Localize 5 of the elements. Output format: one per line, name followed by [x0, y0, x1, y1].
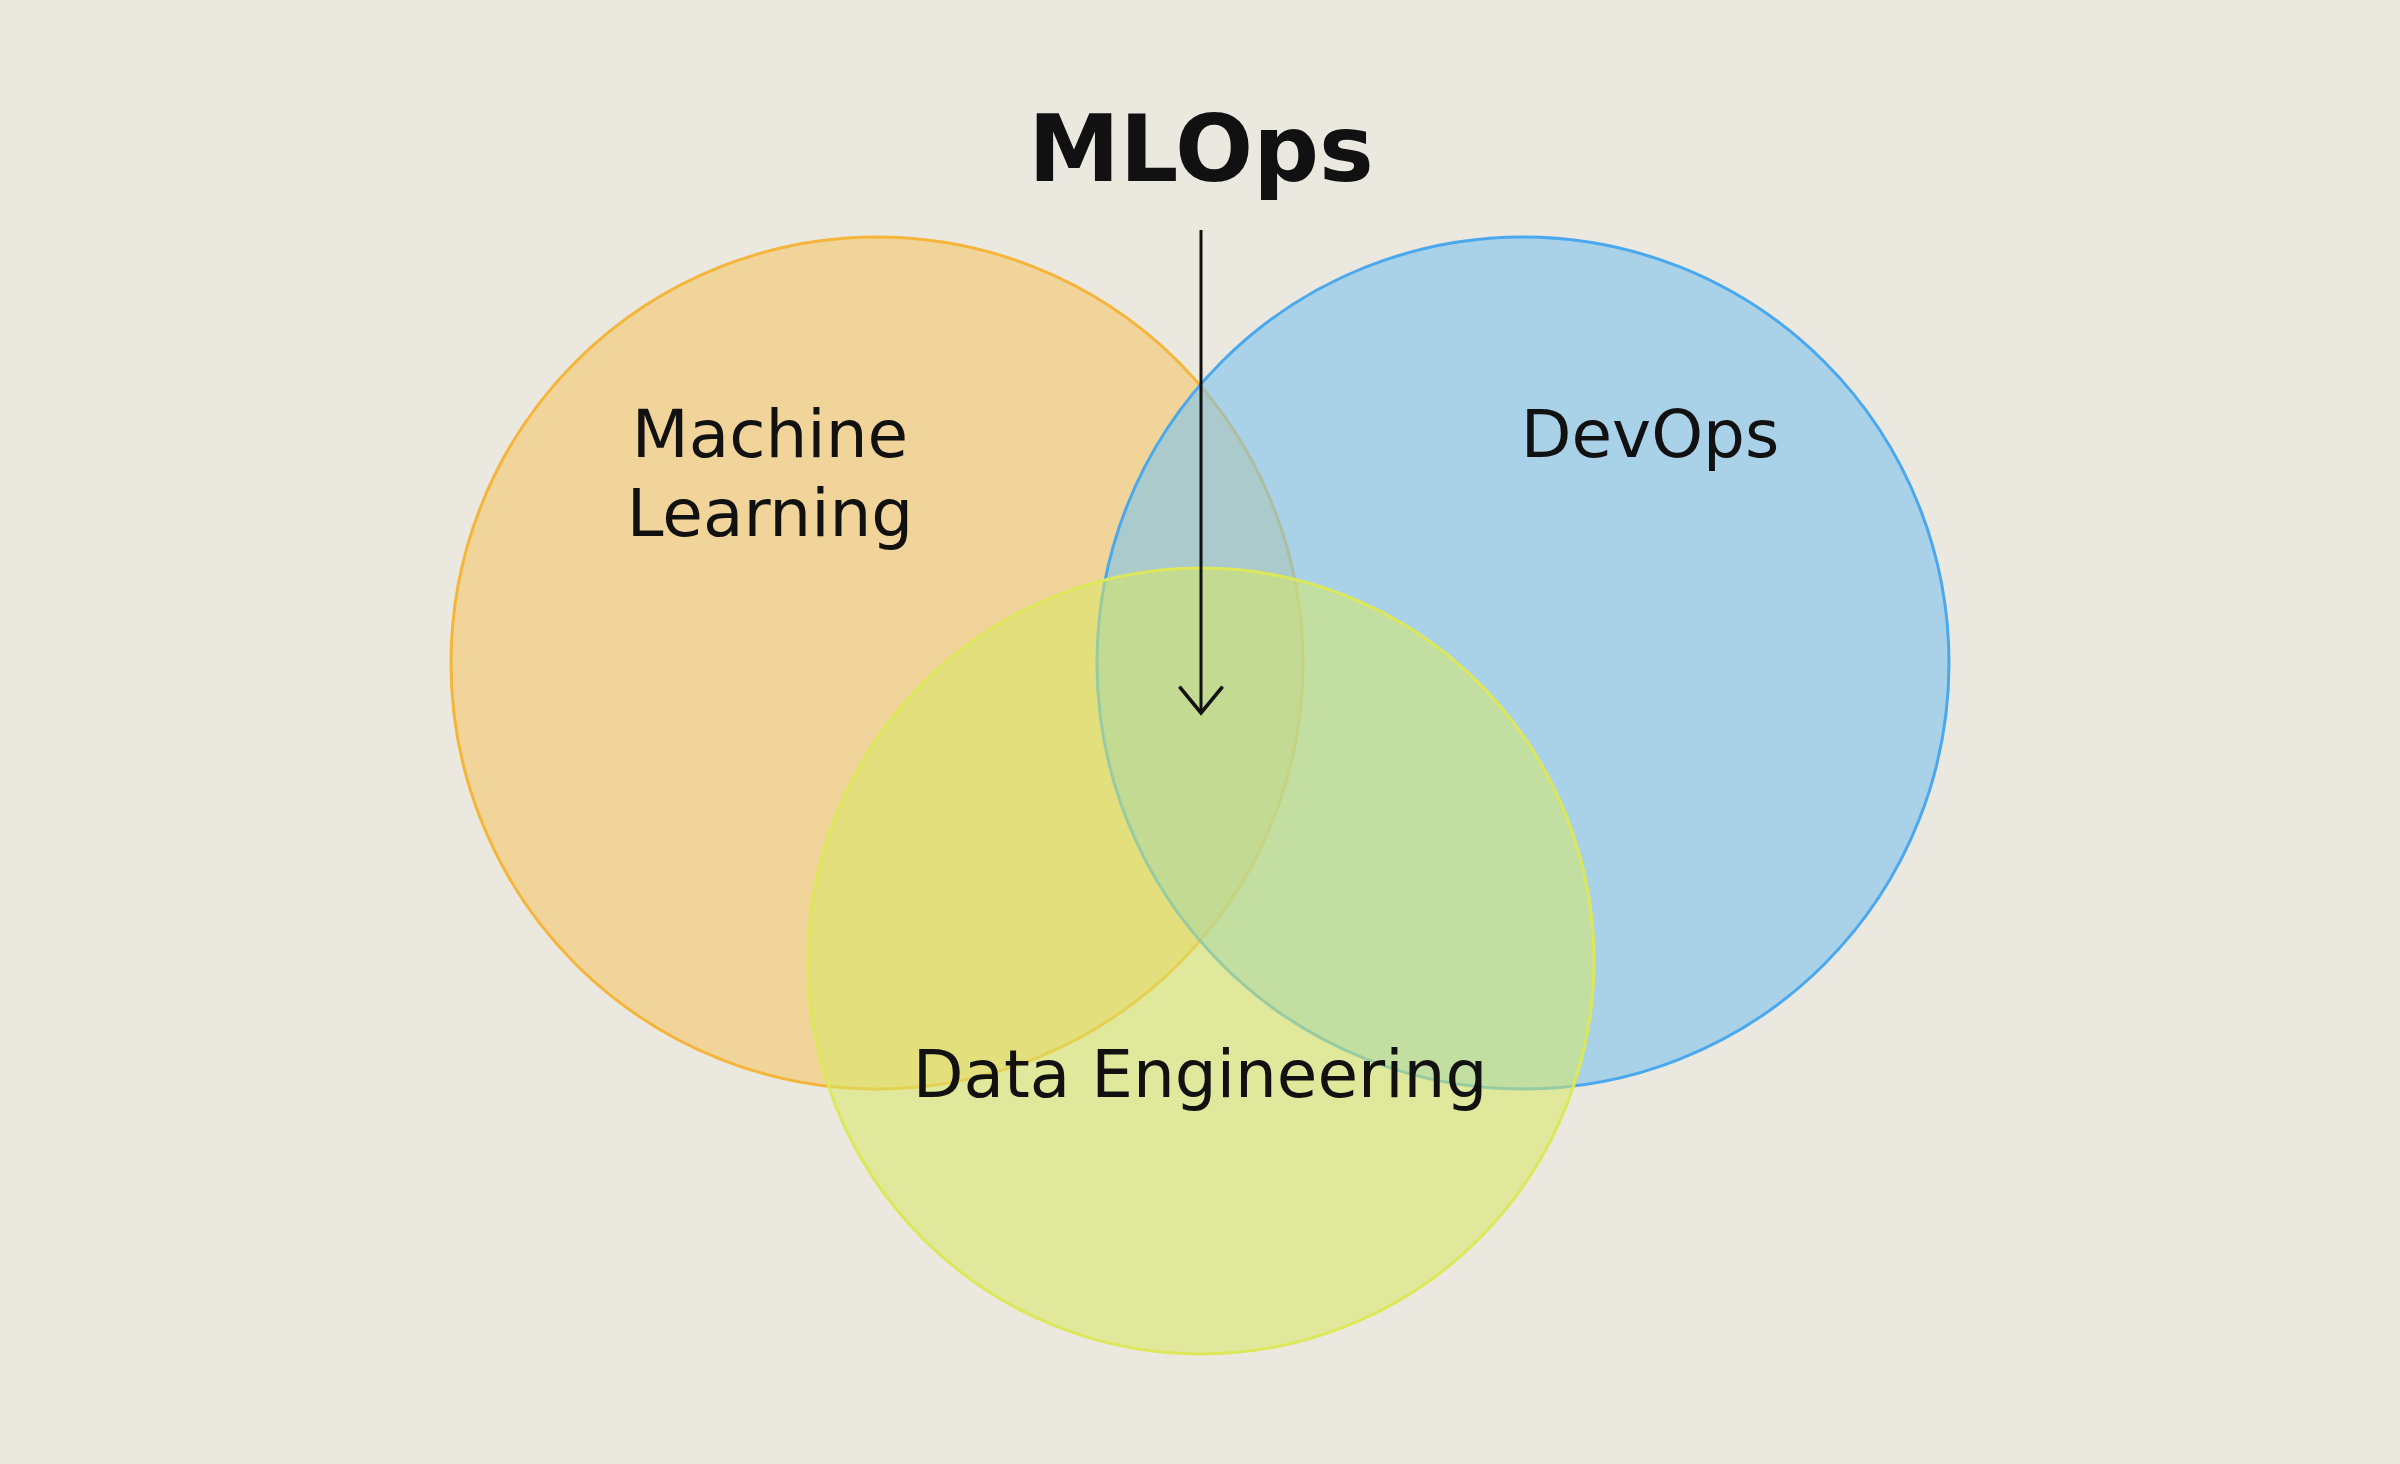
circle-label: DevOps: [1519, 395, 1781, 475]
circle-label: Data Engineering: [911, 1035, 1489, 1115]
leader-arrow: [1177, 230, 1225, 715]
title-text: MLOps: [1027, 95, 1375, 205]
circle-label: Machine Learning: [625, 395, 915, 554]
